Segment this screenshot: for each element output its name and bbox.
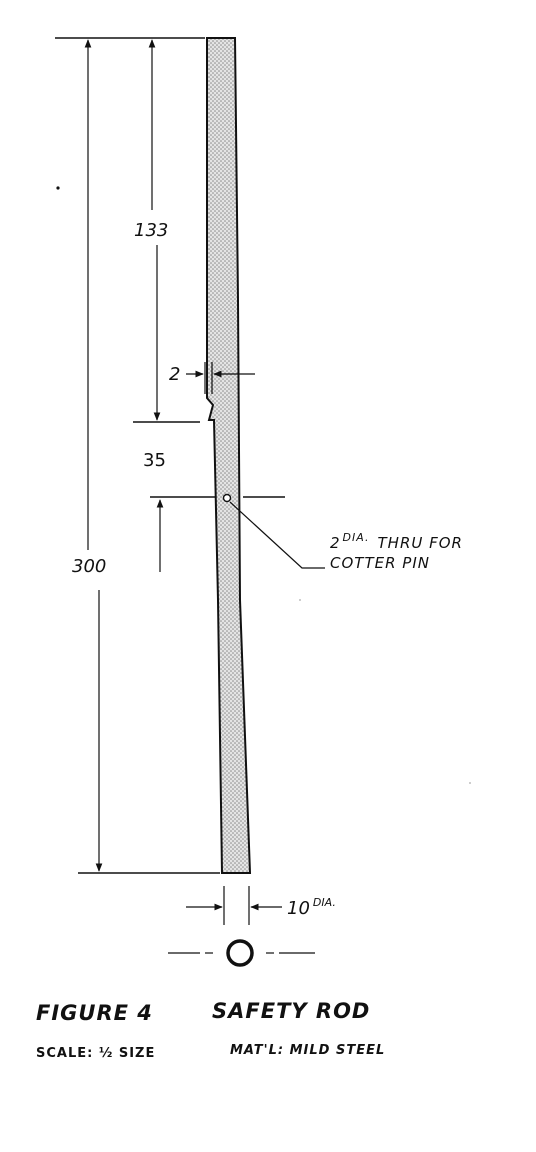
callout-line-2: COTTER PIN — [330, 554, 430, 572]
scan-speck — [56, 186, 60, 190]
material-note: MAT'L: MILD STEEL — [230, 1043, 385, 1058]
figure-title: SAFETY ROD — [212, 999, 370, 1023]
dim-total-length-label: 300 — [72, 556, 106, 577]
cotter-pin-hole — [222, 493, 232, 503]
dim-step-depth-label: 2 — [169, 364, 180, 385]
scan-speck — [299, 599, 301, 601]
scan-speck — [469, 782, 471, 784]
scale-note: SCALE: ½ SIZE — [36, 1046, 155, 1061]
figure-number: FIGURE 4 — [36, 1001, 153, 1025]
rod-end-view — [226, 939, 254, 967]
dim-upper-length-label: 133 — [134, 220, 168, 241]
rod-body — [206, 37, 252, 874]
dim-pin-offset-label: 35 — [143, 450, 166, 471]
callout-leader — [229, 501, 325, 569]
